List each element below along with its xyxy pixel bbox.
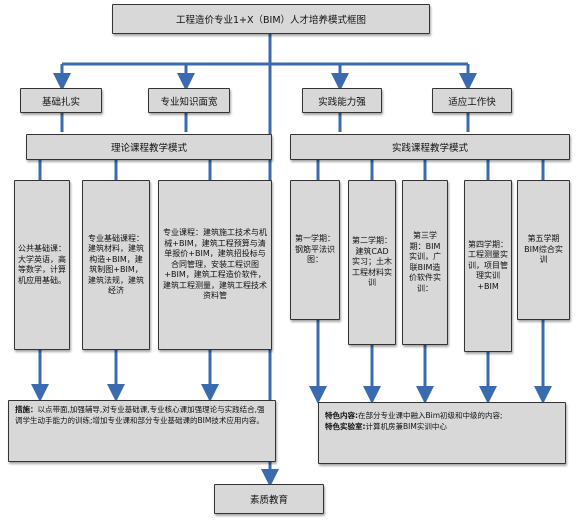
goal-box-broad-knowledge: 专业知识面宽 [148,88,230,113]
practice-text: 第一学期：钢筋平法识图： [295,234,335,265]
practice-text: 第四学期：工程测量实训，项目管理实训+BIM [468,239,508,291]
course-box-professional: 专业课程：建筑施工技术与机械+BIM，建筑工程预算与清单报价+BIM，建筑招投标… [158,180,272,350]
practice-text: 第二学期：建筑CAD实习；土木工程材料实训 [352,236,392,288]
practice-box-term4: 第四学期：工程测量实训，项目管理实训+BIM [464,180,512,352]
goal-box-practice-ability: 实践能力强 [302,88,382,113]
goal-label: 实践能力强 [318,96,366,108]
practice-text: 第三学期：BIM实训，广联BIM造价软件实训： [409,231,441,293]
course-text: 公共基础课：大学英语，高等数学，计算机应用基础。 [18,244,66,285]
measures-key: 措施： [15,405,38,414]
measures-note-box: 措施：以点带面,加强辅导,对专业基础课,专业核心课加强理论与实践结合,强调学生动… [8,400,276,462]
course-box-general: 公共基础课：大学英语，高等数学，计算机应用基础。 [14,180,70,350]
course-text: 专业基础课程：建筑材料，建筑构造+BIM，建筑制图+BIM，建筑法规，建筑经济 [88,233,144,296]
goal-label: 适应工作快 [448,96,496,108]
feature-note-box: 特色内容:在部分专业课中融入Bim初级和中级的内容; 特色实验室:计算机房兼BI… [318,402,566,464]
course-text: 专业课程：建筑施工技术与机械+BIM，建筑工程预算与清单报价+BIM，建筑招投标… [163,228,267,301]
title-box: 工程造价专业1+X（BIM）人才培养模式框图 [112,4,430,34]
practice-box-term2: 第二学期：建筑CAD实习；土木工程材料实训 [348,180,396,345]
goal-label: 专业知识面宽 [160,96,218,108]
goal-box-fast-adaptation: 适应工作快 [432,88,512,113]
practice-mode-box: 实践课程教学模式 [290,134,570,160]
feature-content-text: 在部分专业课中融入Bim初级和中级的内容; [358,411,503,420]
practice-text: 第五学期BIM综合实训 [524,234,563,265]
practice-mode-label: 实践课程教学模式 [391,143,468,154]
feature-lab-key: 特色实验室: [325,421,366,431]
title-text: 工程造价专业1+X（BIM）人才培养模式框图 [175,15,367,26]
course-box-professional-basic: 专业基础课程：建筑材料，建筑构造+BIM，建筑制图+BIM，建筑法规，建筑经济 [82,180,150,350]
practice-box-term3: 第三学期：BIM实训，广联BIM造价软件实训： [402,180,448,345]
practice-box-term5: 第五学期BIM综合实训 [517,180,570,320]
practice-box-term1: 第一学期：钢筋平法识图： [290,180,340,320]
theory-mode-label: 理论课程教学模式 [110,143,187,154]
feature-content-key: 特色内容: [325,411,358,420]
goal-box-foundation: 基础扎实 [20,88,102,113]
feature-lab-line: 特色实验室:计算机房兼BIM实训中心 [325,422,559,433]
feature-content-line: 特色内容:在部分专业课中融入Bim初级和中级的内容; [325,411,559,422]
theory-mode-box: 理论课程教学模式 [26,134,272,160]
quality-education-box: 素质教育 [214,484,324,514]
goal-label: 基础扎实 [41,96,80,108]
feature-lab-text: 计算机房兼BIM实训中心 [365,421,447,431]
quality-education-label: 素质教育 [249,495,288,506]
measures-text: 以点带面,加强辅导,对专业基础课,专业核心课加强理论与实践结合,强调学生动手能力… [15,405,265,425]
